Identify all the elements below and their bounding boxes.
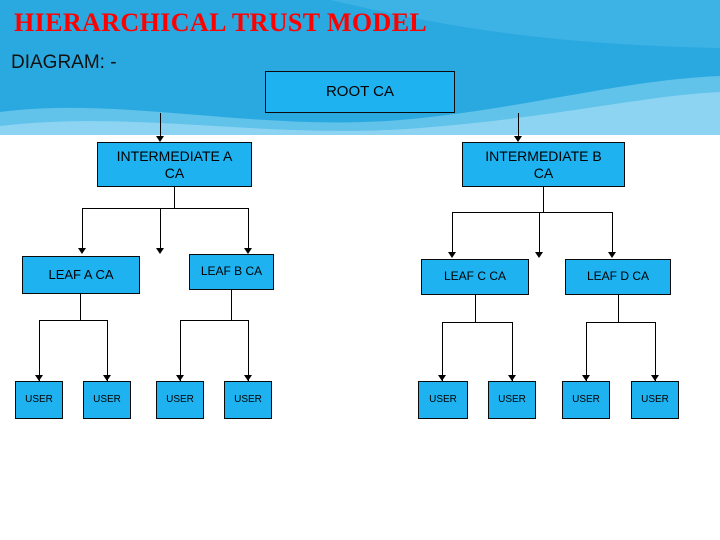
arrow-to-interB — [514, 136, 522, 142]
node-user3[interactable]: USER — [156, 381, 204, 419]
node-user1[interactable]: USER — [15, 381, 63, 419]
node-user2[interactable]: USER — [83, 381, 131, 419]
node-user5[interactable]: USER — [418, 381, 468, 419]
arrow-to-user6 — [508, 375, 516, 381]
leafD-bus — [586, 322, 655, 323]
arrow-to-user1 — [35, 375, 43, 381]
root-to-interA-v1 — [160, 113, 161, 136]
node-interA[interactable]: INTERMEDIATE A CA — [97, 142, 252, 187]
leafA-stem — [80, 294, 81, 320]
node-leafB[interactable]: LEAF B CA — [189, 254, 274, 290]
leafB-drop-left — [180, 320, 181, 381]
leafD-drop-left — [586, 322, 587, 381]
arrow-to-leafC — [448, 252, 456, 258]
arrow-to-interA — [156, 136, 164, 142]
node-root[interactable]: ROOT CA — [265, 71, 455, 113]
root-to-interB-v — [518, 113, 519, 136]
node-user4[interactable]: USER — [224, 381, 272, 419]
interA-bus — [82, 208, 248, 209]
leafC-drop-left — [442, 322, 443, 381]
header-band — [0, 0, 720, 135]
leafD-stem — [618, 295, 619, 322]
arrow-to-user4 — [244, 375, 252, 381]
node-user7[interactable]: USER — [562, 381, 610, 419]
arrow-to-leafD — [608, 252, 616, 258]
node-user6[interactable]: USER — [488, 381, 536, 419]
leafD-drop-right — [655, 322, 656, 381]
arrow-to-user8 — [651, 375, 659, 381]
arrow-to-leafA2 — [156, 248, 164, 254]
page-title: HIERARCHICAL TRUST MODEL — [14, 8, 428, 37]
interA-stem — [174, 187, 175, 208]
leafC-stem — [475, 295, 476, 322]
leafA-drop-right — [107, 320, 108, 381]
interB-drop-left — [452, 212, 453, 252]
leafC-drop-right — [512, 322, 513, 381]
leafA-drop-left — [39, 320, 40, 381]
arrow-to-leafC2 — [535, 252, 543, 258]
interB-drop-mid — [539, 212, 540, 252]
node-leafC[interactable]: LEAF C CA — [421, 259, 529, 295]
interA-drop-mid — [160, 208, 161, 248]
arrow-to-user3 — [176, 375, 184, 381]
arrow-to-leafA — [78, 248, 86, 254]
wave-decoration — [0, 0, 720, 135]
interB-drop-right — [612, 212, 613, 252]
leafB-bus — [180, 320, 248, 321]
interA-drop-left — [82, 208, 83, 248]
interA-drop-right — [248, 208, 249, 248]
node-leafA[interactable]: LEAF A CA — [22, 256, 140, 294]
arrow-to-user7 — [582, 375, 590, 381]
page-subtitle: DIAGRAM: - — [11, 52, 117, 73]
leafB-stem — [231, 290, 232, 320]
leafB-drop-right — [248, 320, 249, 381]
arrow-to-user2 — [103, 375, 111, 381]
node-leafD[interactable]: LEAF D CA — [565, 259, 671, 295]
leafC-bus — [442, 322, 512, 323]
node-interB[interactable]: INTERMEDIATE B CA — [462, 142, 625, 187]
interB-bus — [452, 212, 612, 213]
arrow-to-leafB — [244, 248, 252, 254]
node-user8[interactable]: USER — [631, 381, 679, 419]
arrow-to-user5 — [438, 375, 446, 381]
leafA-bus — [39, 320, 107, 321]
interB-stem — [543, 187, 544, 212]
